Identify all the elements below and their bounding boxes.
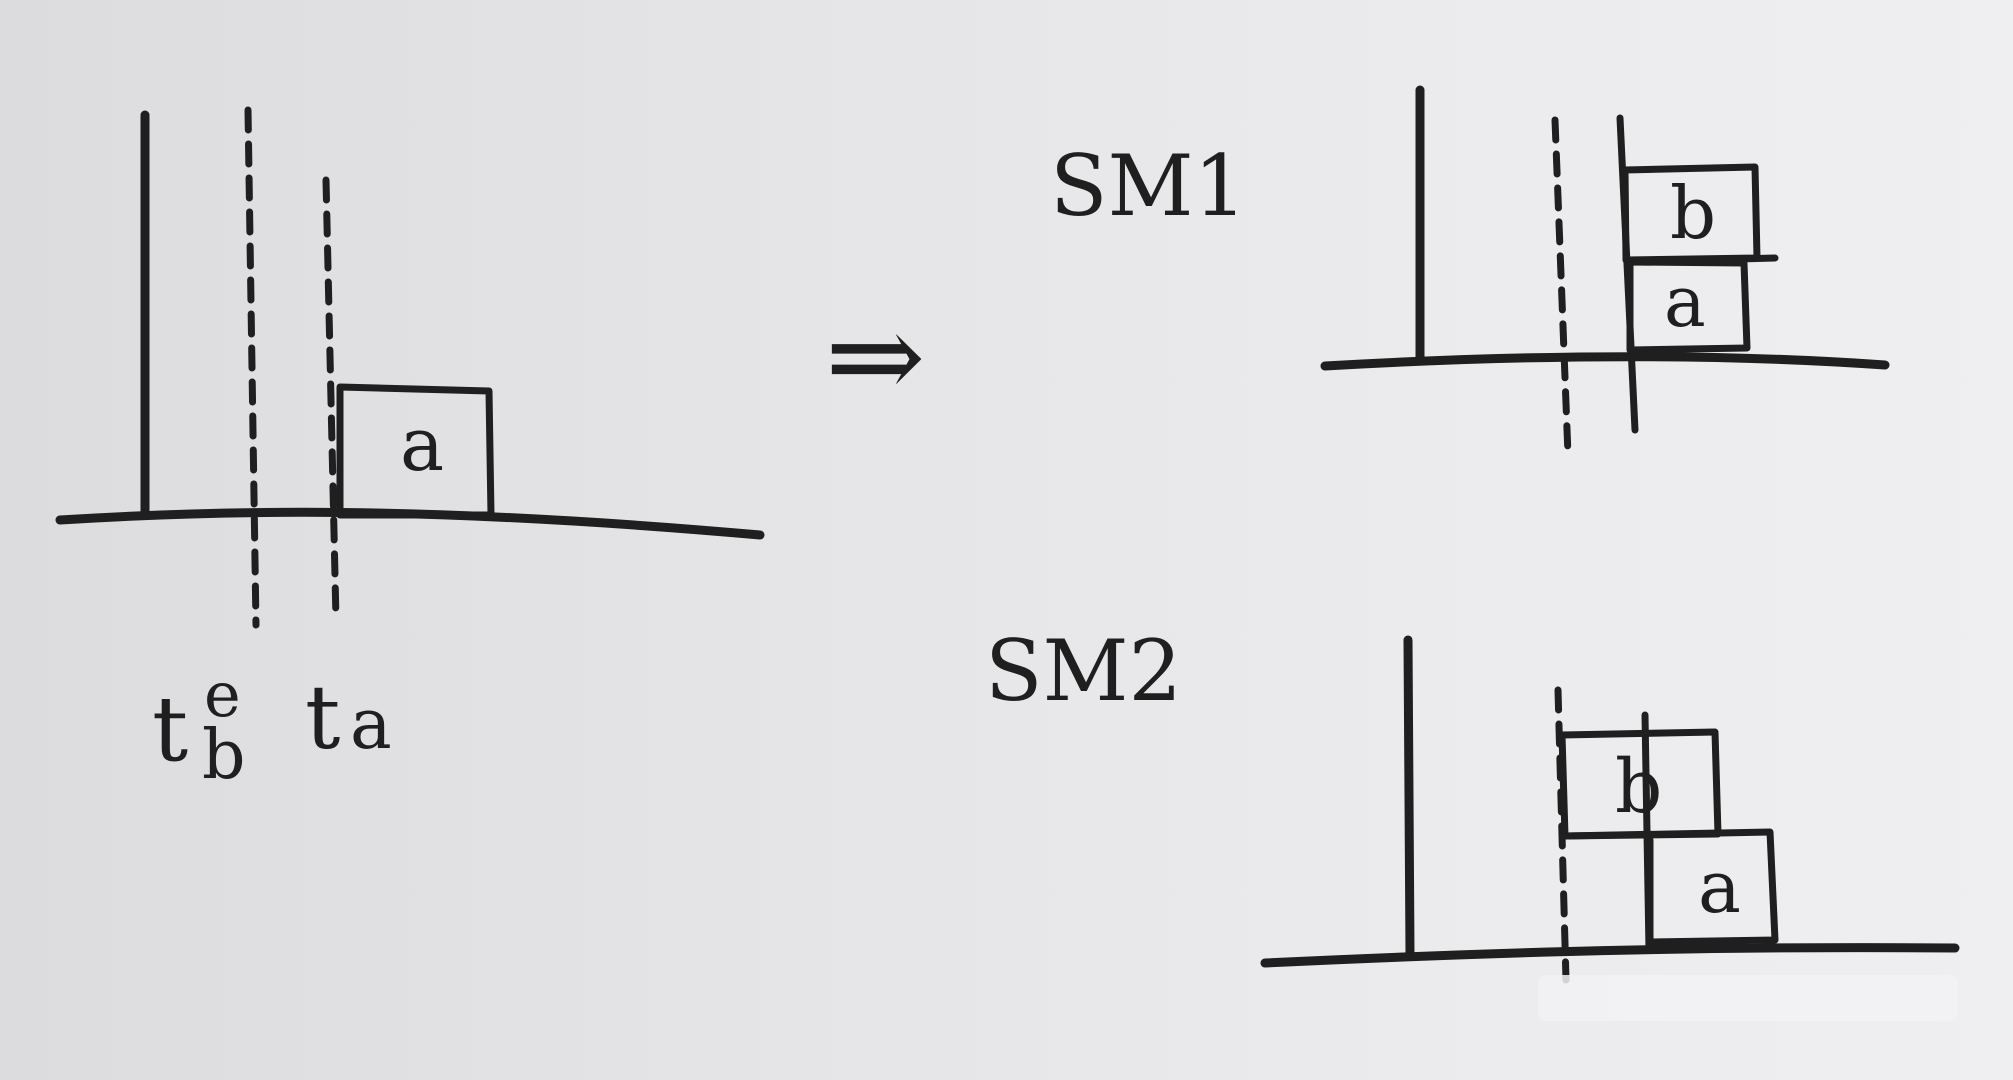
sm1-axis-horizontal bbox=[1320, 352, 1890, 371]
sm2-block-a-label: a bbox=[1698, 845, 1741, 929]
sm1-block-a-rect bbox=[1626, 258, 1751, 354]
left-dashed-line-ta bbox=[322, 176, 340, 624]
left-schedule: a bbox=[55, 106, 765, 629]
label-sm1: SM1 bbox=[1050, 137, 1247, 235]
sm2-schedule: b a bbox=[1260, 635, 1960, 984]
left-dashed-line-tbe bbox=[244, 106, 260, 629]
sm2-axis-vertical bbox=[1403, 635, 1415, 960]
sm1-block-b-label: b bbox=[1670, 171, 1716, 255]
sm1-block-a-label: a bbox=[1664, 261, 1706, 343]
label-t-a-main: t bbox=[305, 666, 340, 769]
sm1-schedule: b a bbox=[1320, 85, 1890, 459]
label-t-a-sub: a bbox=[350, 683, 392, 765]
implies-arrow: ⇒ bbox=[825, 288, 926, 427]
label-t-b-sup: e bbox=[204, 658, 241, 731]
blurred-watermark bbox=[1538, 975, 1958, 1021]
label-t-b-main: t bbox=[152, 677, 188, 782]
label-sm2: SM2 bbox=[985, 622, 1182, 720]
left-time-labels: t e b t a bbox=[152, 658, 392, 795]
sm2-axis-horizontal bbox=[1260, 943, 1960, 968]
sm2-block-b-label: b bbox=[1615, 744, 1662, 830]
left-block-a-label: a bbox=[400, 402, 444, 488]
sm2-block-a-rect bbox=[1561, 828, 1779, 946]
left-block-a-rect bbox=[336, 383, 495, 519]
label-t-b-sub: b bbox=[202, 716, 246, 795]
sm1-dashed-line-1 bbox=[1551, 116, 1572, 459]
